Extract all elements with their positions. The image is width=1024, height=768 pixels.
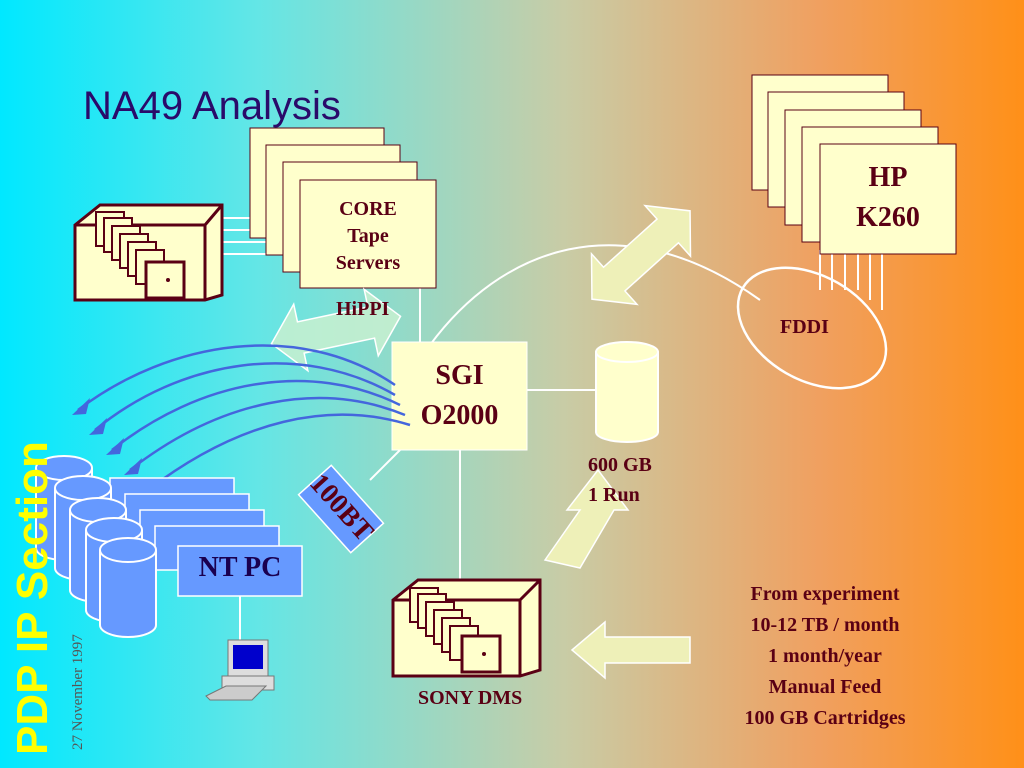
sidebar-date: 27 November 1997 [70, 634, 86, 750]
sgi-box [391, 341, 528, 451]
disk-arrow-icon [543, 468, 630, 569]
blue-disk-stack [35, 455, 157, 638]
fddi-ring [736, 266, 888, 390]
experiment-info: From experiment 10-12 TB / month 1 month… [744, 583, 906, 729]
hippi-double-arrow-icon [270, 287, 402, 373]
ntpc-label: NT PC [198, 552, 282, 583]
transfer-arrows [77, 344, 411, 491]
experiment-arrow-icon [570, 620, 691, 680]
link-lines [222, 217, 883, 640]
sony-dms-label: SONY DMS [418, 687, 523, 709]
sidebar: PDP IP Section 27 November 1997 [8, 365, 86, 755]
hippi-label: HiPPI [336, 298, 390, 320]
ntpc-stack [109, 477, 303, 597]
tape-robot-icon [73, 203, 224, 302]
net-100bt-box [297, 464, 385, 554]
core-server-stack [249, 127, 437, 289]
hp-double-arrow-icon [590, 204, 692, 306]
fddi-label: FDDI [780, 316, 829, 338]
workstation-icon [205, 639, 275, 701]
disk-600gb-icon [595, 341, 659, 443]
sidebar-title: PDP IP Section [8, 441, 57, 755]
hp-server-stack [751, 74, 957, 255]
sony-dms-icon [391, 578, 542, 678]
page-title: NA49 Analysis [83, 84, 341, 128]
